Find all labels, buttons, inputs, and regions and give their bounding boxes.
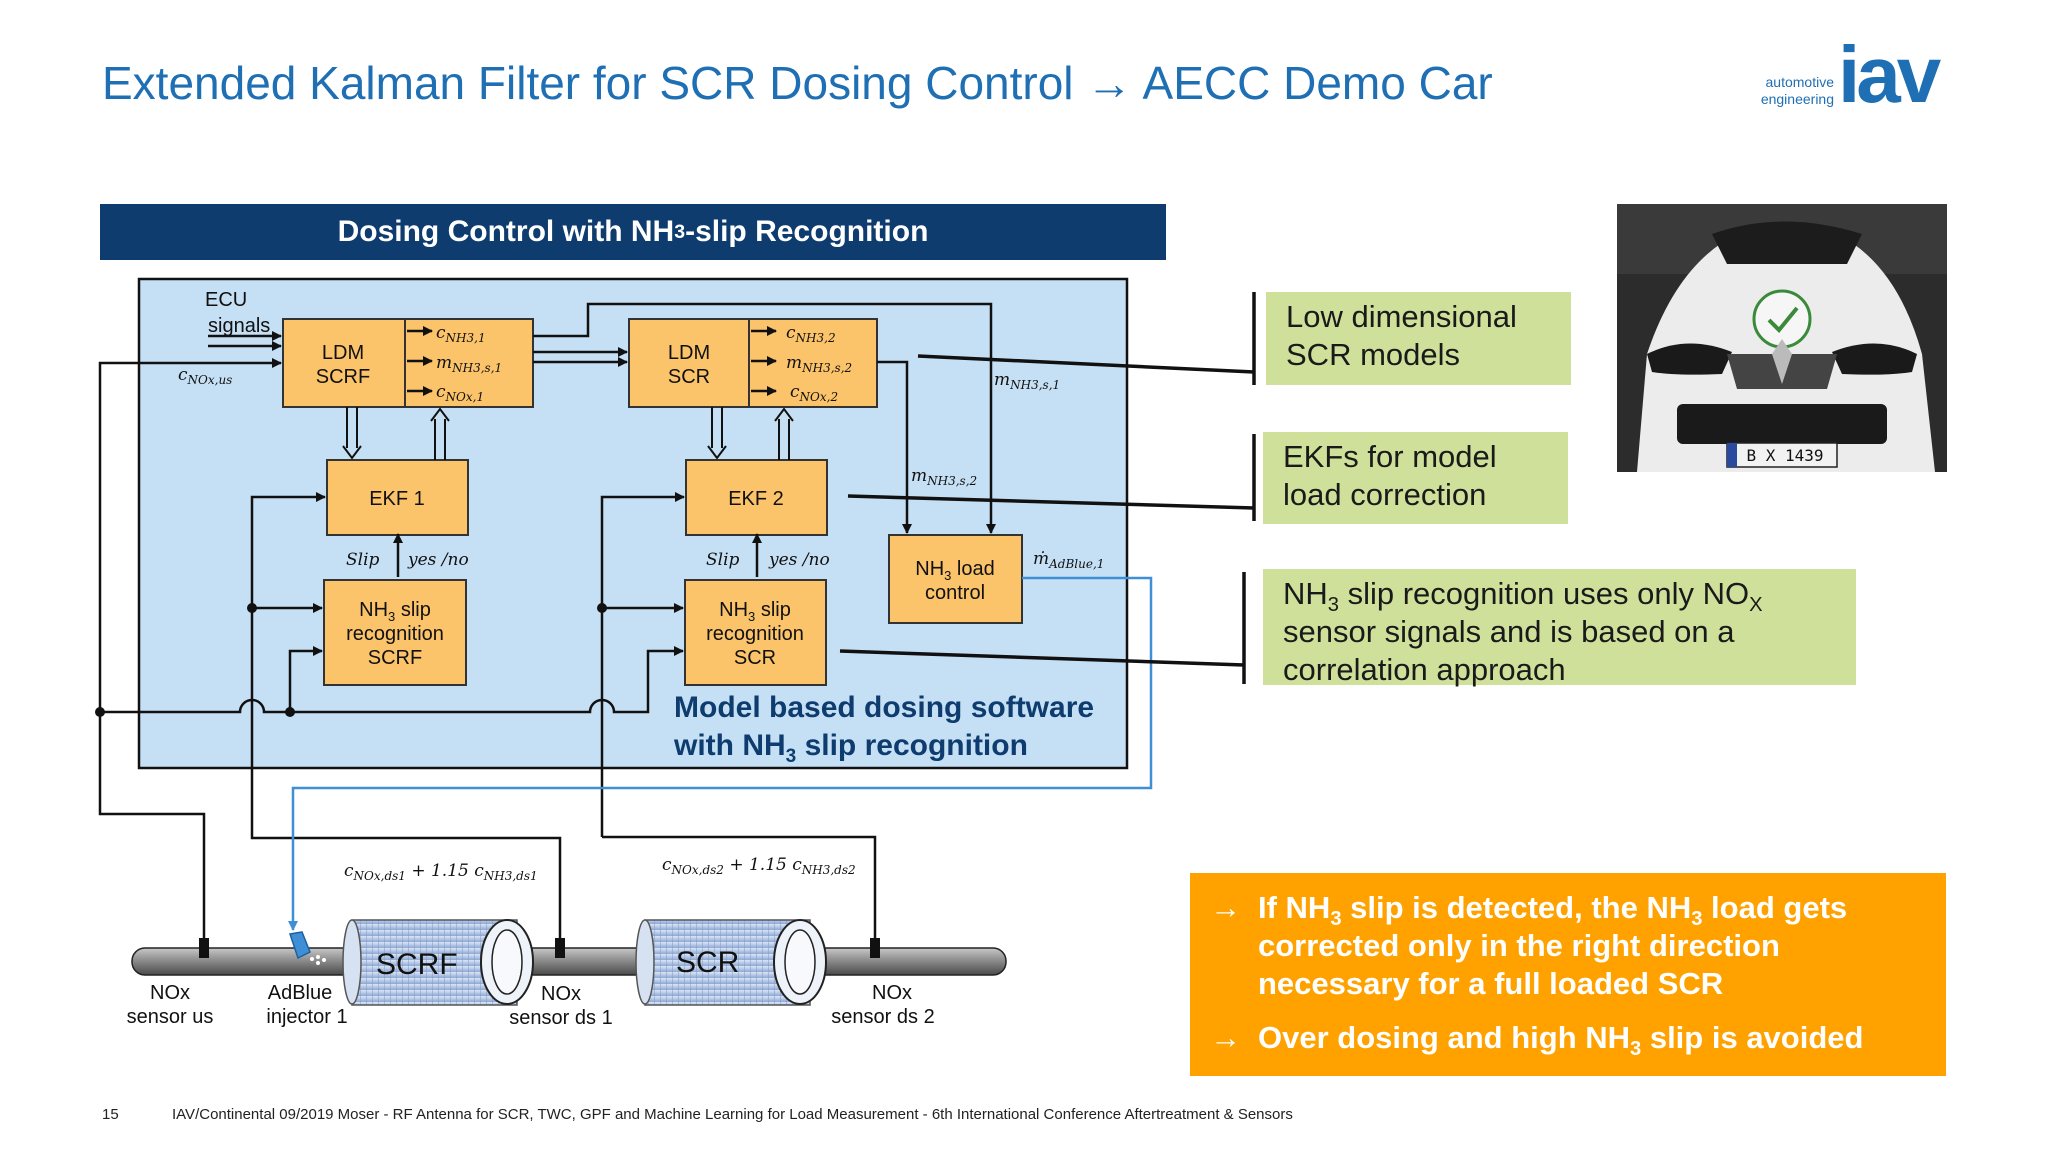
- arrow-icon: →: [1210, 890, 1241, 925]
- scr-label: SCR: [676, 946, 739, 979]
- ldm-scrf-text-2: SCRF: [316, 366, 370, 388]
- ekf2-text: EKF 2: [728, 488, 784, 510]
- callout-ekf-line1: EKFs for model: [1283, 439, 1497, 474]
- model-based-label-2: with NH3 slip recognition: [673, 729, 1028, 767]
- ldm-scrf-block: [282, 318, 534, 408]
- m-out-1-label: mNH3,s,1: [994, 370, 1060, 392]
- junction-3: [285, 707, 295, 717]
- junction-1: [95, 707, 105, 717]
- eq-ds1-label: cNOx,ds1 + 1.15 cNH3,ds1: [344, 861, 538, 883]
- arrow-icon: →: [1210, 1020, 1241, 1055]
- nh3-slip-scr-text-2: recognition: [706, 623, 804, 645]
- nox-us-text-1: NOx: [150, 982, 190, 1004]
- callout-slip-line3: correlation approach: [1283, 652, 1566, 687]
- scr-catalyst: [635, 919, 827, 1006]
- logo-caption-line2: engineering: [1760, 91, 1834, 107]
- adblue-text-2: injector 1: [266, 1006, 347, 1028]
- nh3-slip-scrf-text-1: NH3 slip: [359, 599, 431, 624]
- ekf2-block: [685, 459, 828, 536]
- nox-ds1-text-2: sensor ds 1: [509, 1007, 612, 1029]
- c-nox-1-label: cNOx,1: [436, 382, 484, 404]
- signal-lines: [98, 302, 996, 948]
- nh3-load-control-block: [888, 534, 1023, 624]
- slip-label-2: Slip: [706, 550, 740, 570]
- ekf1-text: EKF 1: [369, 488, 425, 510]
- ldm-scr-text-1: LDM: [668, 342, 710, 364]
- iav-logo: iav: [1838, 30, 1941, 119]
- m-adblue-label: ṁAdBlue,1: [1033, 549, 1104, 571]
- yesno-label-2: yes /no: [768, 550, 830, 570]
- callout-slip-line1: NH3 slip recognition uses only NOX: [1283, 576, 1763, 617]
- footer-text: IAV/Continental 09/2019 Moser - RF Anten…: [172, 1106, 1293, 1123]
- conclusion-bullet-2: → Over dosing and high NH3 slip is avoid…: [1210, 1019, 1936, 1061]
- adblue-injector: [289, 931, 311, 960]
- conclusion-b2-line: Over dosing and high NH3 slip is avoided: [1258, 1020, 1864, 1061]
- callout-ekf-line2: load correction: [1283, 477, 1487, 512]
- callout-low-dimensional: Low dimensional SCR models: [1266, 292, 1571, 385]
- logo-caption-line1: automotive: [1765, 74, 1834, 90]
- conclusion-b1-line2: corrected only in the right direction: [1258, 928, 1780, 963]
- conclusion-b1-line1: If NH3 slip is detected, the NH3 load ge…: [1258, 890, 1848, 931]
- nh3-slip-scrf-block: [323, 579, 467, 686]
- nox-sensor-ds2: [870, 938, 880, 958]
- conclusion-bullet-1: → If NH3 slip is detected, the NH3 load …: [1210, 889, 1936, 1003]
- nh3-load-text-1: NH3 load: [915, 558, 995, 583]
- nox-ds2-text-2: sensor ds 2: [831, 1006, 934, 1028]
- ecu-signals-label-1: ECU: [205, 289, 247, 311]
- callout-ekf: EKFs for model load correction: [1263, 432, 1568, 524]
- nh3-slip-scr-text-1: NH3 slip: [719, 599, 791, 624]
- c-nh3-1-label: cNH3,1: [436, 323, 486, 345]
- adblue-text-1: AdBlue: [268, 982, 333, 1004]
- license-plate: B X 1439: [1746, 446, 1823, 465]
- eq-ds2-label: cNOx,ds2 + 1.15 cNH3,ds2: [662, 855, 856, 877]
- nox-ds1-text-1: NOx: [541, 983, 581, 1005]
- callout-slip-line2: sensor signals and is based on a: [1283, 614, 1735, 649]
- header-text-post: -slip Recognition: [685, 215, 929, 248]
- conclusion-box: → If NH3 slip is detected, the NH3 load …: [1190, 873, 1946, 1076]
- m-nh3-s1-label: mNH3,s,1: [436, 353, 502, 375]
- double-arrows: [342, 407, 794, 460]
- adblue-spray: [310, 955, 326, 965]
- m-out-2-label: mNH3,s,2: [911, 466, 977, 488]
- scrf-catalyst: [342, 919, 534, 1006]
- nox-ds2-text-1: NOx: [872, 982, 912, 1004]
- junction-4: [597, 603, 607, 613]
- ldm-scrf-text-1: LDM: [322, 342, 364, 364]
- c-nox-2-label: cNOx,2: [790, 382, 838, 404]
- nox-sensor-ds1: [555, 938, 565, 958]
- callout-low-dim-line2: SCR models: [1286, 337, 1460, 372]
- callout-low-dim-line1: Low dimensional: [1286, 299, 1517, 334]
- nh3-slip-scr-block: [684, 579, 827, 686]
- m-nh3-s2-label: mNH3,s,2: [786, 353, 852, 375]
- junction-2: [247, 603, 257, 613]
- page-number: 15: [102, 1106, 119, 1123]
- nh3-slip-scr-text-3: SCR: [734, 647, 776, 669]
- yesno-label-1: yes /no: [407, 550, 469, 570]
- page-title: Extended Kalman Filter for SCR Dosing Co…: [102, 57, 1493, 109]
- nh3-load-text-2: control: [925, 582, 985, 604]
- callout-slip-recognition: NH3 slip recognition uses only NOX senso…: [1263, 569, 1856, 687]
- nox-us-text-2: sensor us: [127, 1006, 214, 1028]
- c-nox-us-label: cNOx,us: [178, 365, 232, 387]
- conclusion-b1-line3: necessary for a full loaded SCR: [1258, 966, 1724, 1001]
- leader-lines: [839, 292, 1256, 684]
- model-based-label-1: Model based dosing software: [674, 691, 1094, 724]
- logo-caption: automotive engineering: [1740, 74, 1834, 108]
- ldm-scr-text-2: SCR: [668, 366, 710, 388]
- slip-label-1: Slip: [346, 550, 380, 570]
- nox-sensor-us: [199, 938, 209, 958]
- scrf-label: SCRF: [376, 948, 458, 981]
- c-nh3-2-label: cNH3,2: [786, 323, 836, 345]
- nh3-slip-scrf-text-2: recognition: [346, 623, 444, 645]
- nh3-slip-scrf-text-3: SCRF: [368, 647, 422, 669]
- header-text-pre: Dosing Control with NH: [337, 215, 675, 248]
- ecu-signals-label-2: signals: [208, 315, 270, 337]
- adblue-signal-line: [288, 576, 1153, 931]
- demo-car-photo: B X 1439: [1617, 204, 1947, 472]
- ldm-scr-block: [628, 318, 878, 408]
